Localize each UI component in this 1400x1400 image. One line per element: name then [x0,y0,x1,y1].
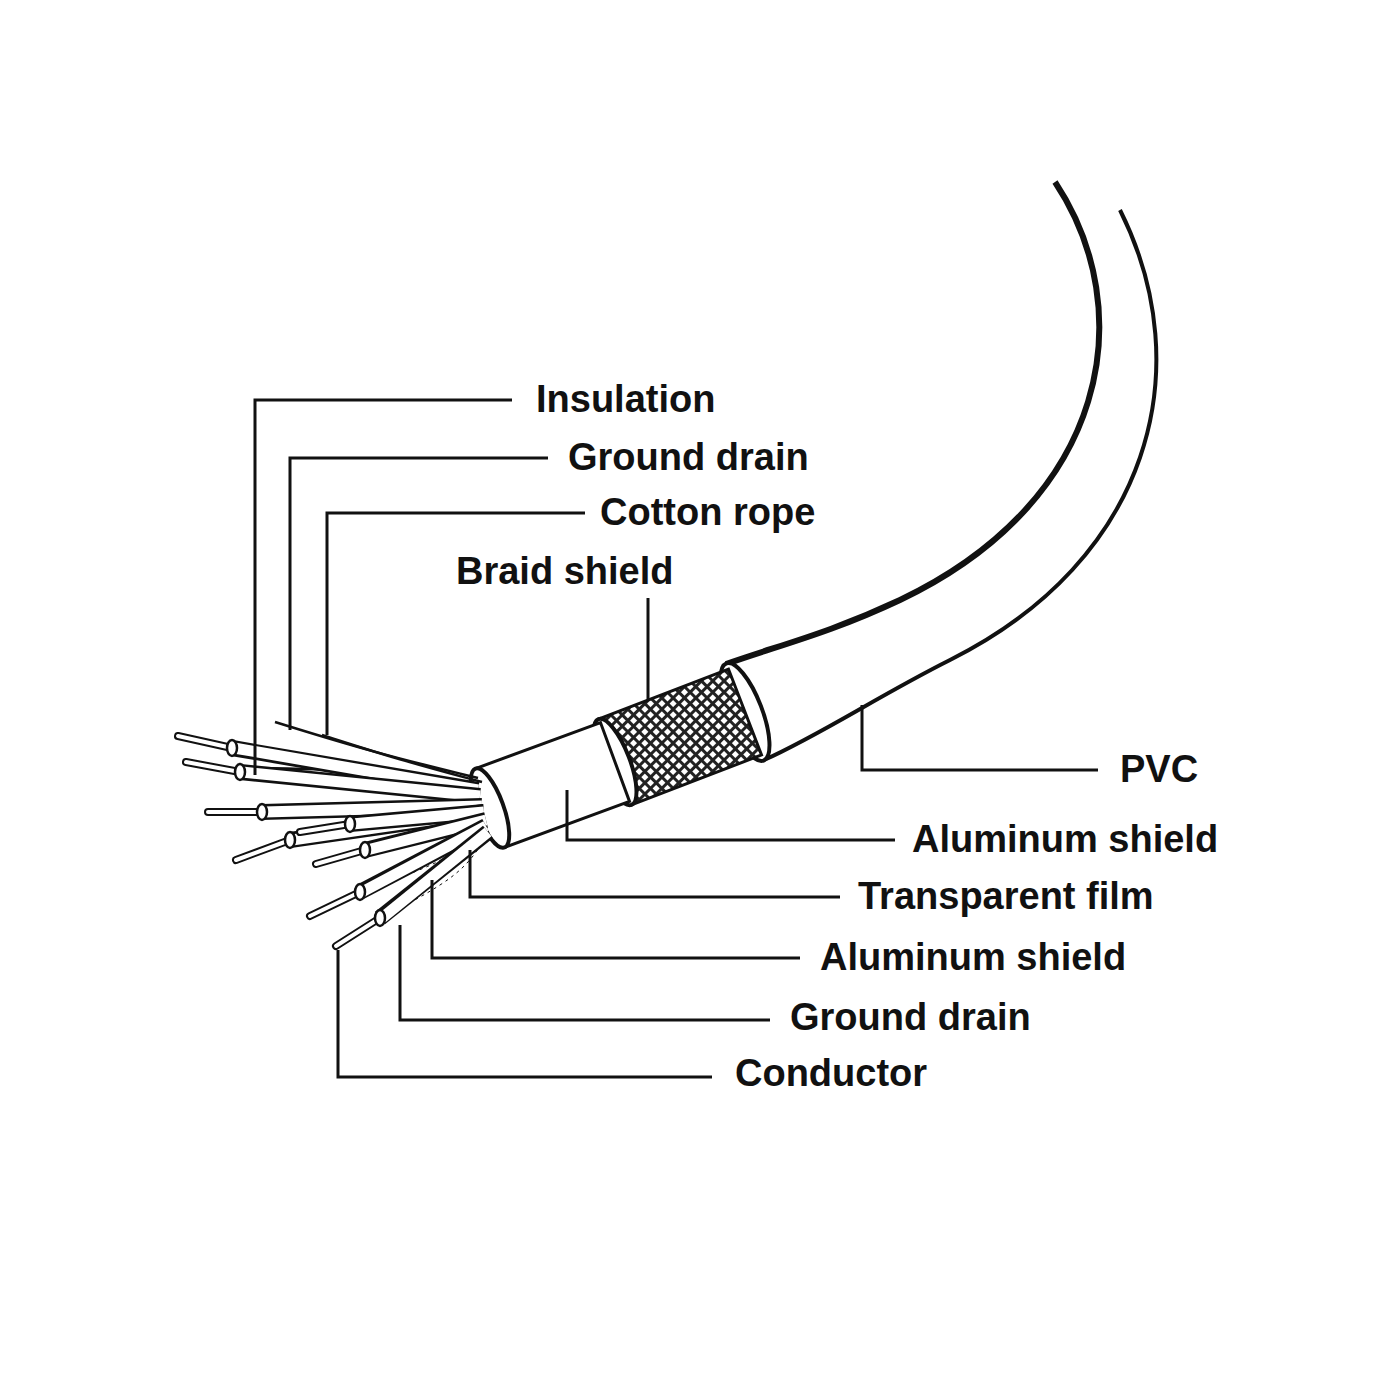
insulation-end [235,764,245,780]
pair-foil [380,832,488,918]
part-label: Aluminum shield [820,936,1126,980]
leader-line [290,458,548,730]
insulation-end [375,910,385,926]
insulation [382,832,488,918]
conductor [316,850,365,864]
pvc-jacket-edge [726,182,1099,664]
insulation-end [257,804,267,820]
pair-foil [240,772,480,796]
insulation [242,772,480,796]
part-label: Ground drain [568,436,809,480]
insulation-end [360,842,370,858]
conductor [208,810,262,814]
part-label: PVC [1120,748,1198,792]
leader-line [862,705,1098,770]
conductor [336,918,380,946]
conductor [310,892,360,916]
leader-line [400,925,770,1020]
insulation-end [355,884,365,900]
leader-line [432,880,800,958]
part-label: Conductor [735,1052,927,1096]
insulation [380,832,488,918]
part-label: Braid shield [456,550,674,594]
conductor [300,824,350,832]
conductor [300,824,350,832]
conductor [236,840,290,860]
leader-line [470,850,840,897]
part-label: Insulation [536,378,715,422]
leader-line [338,950,712,1077]
leader-line [647,598,650,700]
conductor [178,736,232,748]
insulation-end [227,740,237,756]
conductor [316,850,365,864]
part-label: Cotton rope [600,491,815,535]
part-label: Ground drain [790,996,1031,1040]
conductor [178,736,232,748]
conductor [208,808,262,816]
insulation-end [345,816,355,832]
conductor [186,762,240,772]
conductor [310,892,360,916]
leader-line [567,790,895,840]
conductor [336,918,380,946]
insulation-end [285,832,295,848]
conductor [186,762,240,772]
pvc-jacket-edge [764,210,1156,760]
leader-line [327,513,585,735]
part-label: Transparent film [858,875,1154,919]
conductor [236,840,290,860]
insulation [240,772,480,796]
part-label: Aluminum shield [912,818,1218,862]
